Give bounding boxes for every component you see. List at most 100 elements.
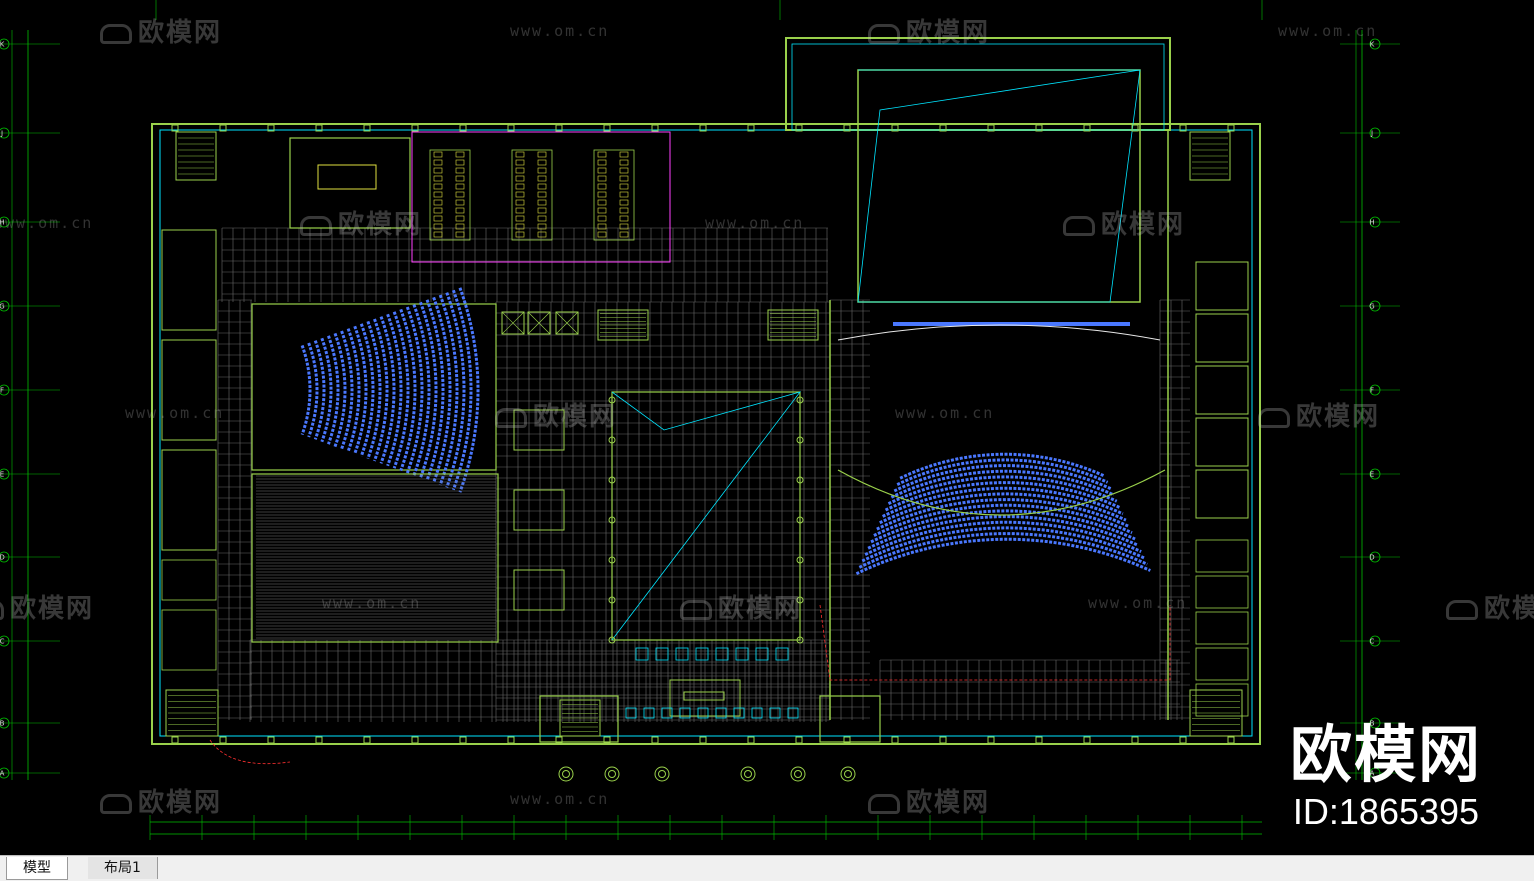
watermark-logo: 欧模网 <box>100 782 222 819</box>
entrance-block-east <box>819 695 881 743</box>
desk <box>597 223 607 230</box>
side-room-east <box>1195 417 1249 467</box>
lobby-column <box>608 636 616 644</box>
tab-layout-1[interactable]: 布局1 <box>88 857 158 879</box>
tab-model[interactable]: 模型 <box>6 857 68 880</box>
entrance-column <box>604 766 620 782</box>
restroom-east <box>1195 647 1249 681</box>
desk <box>619 175 629 182</box>
auditorium-seat-row <box>386 313 403 467</box>
entrance-column-core <box>562 770 570 778</box>
desk <box>515 199 525 206</box>
sofa-logo-icon <box>300 215 332 236</box>
column <box>219 736 227 744</box>
desk <box>515 183 525 190</box>
classroom-2 <box>511 149 553 241</box>
classroom-3 <box>593 149 635 241</box>
desk <box>433 215 443 222</box>
desk <box>597 183 607 190</box>
axis-label: B <box>1370 720 1375 728</box>
desk <box>515 151 525 158</box>
stage-tower-wall <box>785 37 1171 131</box>
watermark-logo: 欧模网 <box>300 204 422 241</box>
stair-ne <box>1189 131 1231 181</box>
axis-label: G <box>1369 303 1374 311</box>
desk <box>515 215 525 222</box>
stage-apron <box>837 324 1161 341</box>
desk <box>455 231 465 238</box>
axis-bubble-right <box>1369 216 1381 228</box>
lobby-column <box>796 396 804 404</box>
axis-label: K <box>0 41 5 49</box>
column <box>651 124 659 132</box>
desk <box>515 231 525 238</box>
desk <box>619 207 629 214</box>
desk <box>455 175 465 182</box>
desk <box>455 167 465 174</box>
seating-block <box>697 707 709 719</box>
lobby-column <box>796 636 804 644</box>
column <box>555 736 563 744</box>
sofa-logo-icon <box>100 793 132 814</box>
column <box>1179 736 1187 744</box>
entrance-column-core <box>658 770 666 778</box>
auditorium-seat-row <box>333 332 347 448</box>
lobby-void <box>611 391 801 641</box>
axis-label: F <box>0 387 4 395</box>
desk <box>597 175 607 182</box>
multi-function-hall <box>251 473 499 643</box>
desk <box>537 175 547 182</box>
auditorium-seat-row <box>438 294 459 486</box>
layout-tab-bar: 模型 布局1 <box>0 855 1534 881</box>
desk <box>433 223 443 230</box>
desk <box>537 151 547 158</box>
auditorium-seat-row <box>405 306 424 474</box>
column <box>1035 124 1043 132</box>
column <box>747 124 755 132</box>
watermark-logo: 欧模网 <box>868 782 990 819</box>
column <box>843 736 851 744</box>
stage-area <box>857 69 1141 303</box>
auditorium-seat-row <box>340 330 354 450</box>
theater-seat-row <box>858 532 1148 569</box>
watermark-url: www.om.cn <box>510 790 610 808</box>
axis-bubble-right <box>1369 127 1381 139</box>
lobby-column <box>796 596 804 604</box>
column <box>795 736 803 744</box>
theater-seat-row <box>881 486 1124 518</box>
watermark-url: www.om.cn <box>125 404 225 422</box>
seating-block <box>675 647 689 661</box>
seating-block <box>625 707 637 719</box>
lobby-service-room <box>513 489 565 531</box>
desk <box>619 199 629 206</box>
desk <box>515 207 525 214</box>
theater-seat-row <box>890 469 1115 499</box>
desk <box>597 215 607 222</box>
auditorium-seat-row <box>412 304 431 476</box>
watermark-url: www.om.cn <box>895 404 995 422</box>
watermark-logo: 欧模网 <box>1063 204 1185 241</box>
theater-seat-row <box>899 452 1106 480</box>
desk <box>433 231 443 238</box>
side-room-west <box>161 449 217 551</box>
axis-bubble-left <box>0 127 10 139</box>
desk <box>619 191 629 198</box>
elevator-x <box>555 311 579 335</box>
column <box>171 736 179 744</box>
auditorium-seat-row <box>379 316 396 464</box>
axis-label: H <box>0 219 5 227</box>
brand-name: 欧模网 <box>1289 718 1482 791</box>
theater-seat-row <box>867 515 1139 550</box>
desk <box>619 167 629 174</box>
elevator <box>527 311 551 335</box>
desk <box>619 215 629 222</box>
lobby-diagonal <box>611 391 802 641</box>
exterior-wall <box>151 123 1261 745</box>
desk <box>537 215 547 222</box>
column <box>747 736 755 744</box>
column <box>411 736 419 744</box>
side-room-west <box>161 229 217 331</box>
auditorium-seat-row <box>320 337 333 443</box>
